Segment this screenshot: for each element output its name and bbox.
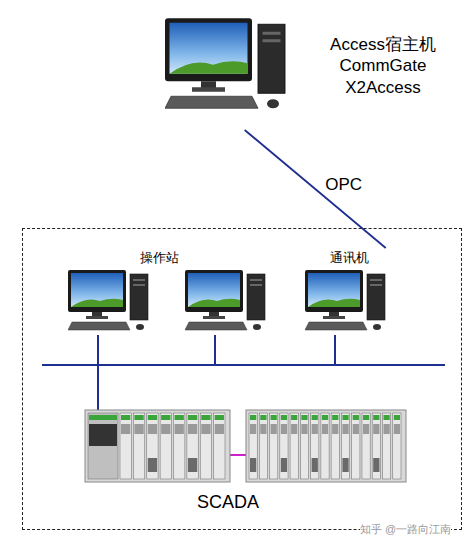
scada-region: 通讯机 SCADA <box>22 228 462 530</box>
plc-rack <box>85 410 230 482</box>
network-drop <box>97 335 99 410</box>
connector <box>245 130 386 248</box>
watermark: 知乎 @一路向江南 <box>360 523 451 536</box>
node-text: 通讯机 <box>330 250 369 266</box>
network-bus <box>42 364 445 366</box>
operator-computer-icon <box>68 270 148 330</box>
operator-computer-icon <box>185 270 265 330</box>
node-text: SCADA <box>173 491 283 514</box>
host-computer-icon <box>165 18 285 108</box>
plc-rack <box>246 410 406 482</box>
node-text: Access宿主机 CommGate X2Access <box>318 34 448 98</box>
network-drop <box>334 335 336 365</box>
network-drop <box>214 335 216 365</box>
edge-label: OPC <box>325 175 362 195</box>
rack-link <box>230 454 246 456</box>
comm-computer: 通讯机 <box>305 248 400 338</box>
station-label: 操作站 <box>140 250 179 266</box>
comm-computer-icon <box>305 270 385 330</box>
host-computer: Access宿主机 CommGate X2Access <box>160 8 452 130</box>
